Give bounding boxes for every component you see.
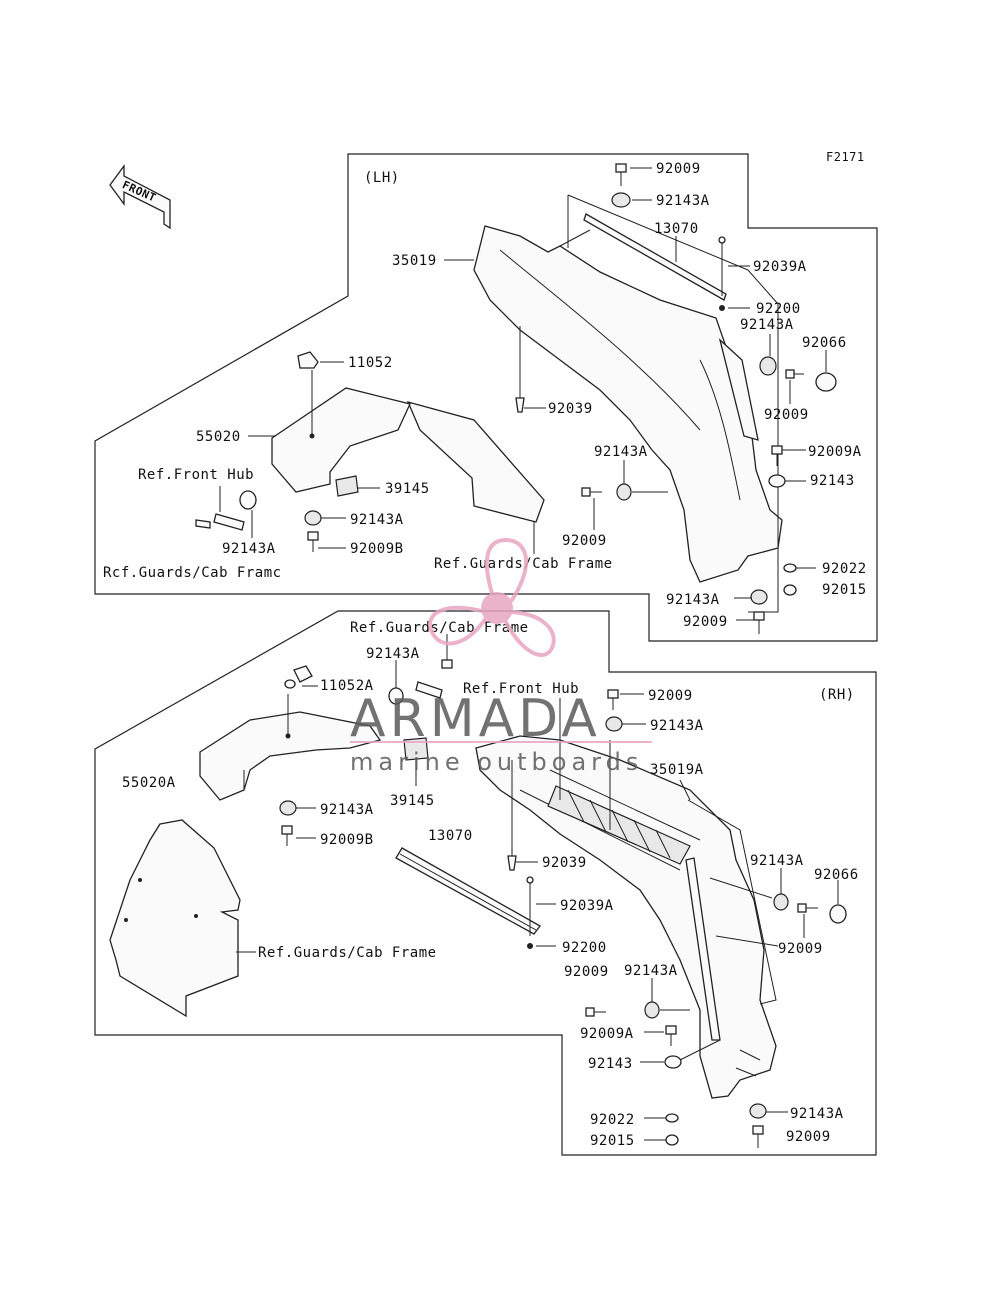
part-92143A: 92143A — [350, 512, 404, 528]
lh-frame — [94, 153, 878, 642]
part-92143A: 92143A — [624, 963, 678, 979]
part-92143A: 92143A — [666, 592, 720, 608]
part-92009: 92009 — [764, 407, 809, 423]
part-55020: 55020 — [196, 429, 241, 445]
rh-strip-13070 — [395, 847, 541, 935]
part-92039A: 92039A — [753, 259, 807, 275]
part-92143A: 92143A — [366, 646, 420, 662]
part-92143: 92143 — [810, 473, 855, 489]
part-92009A: 92009A — [580, 1026, 634, 1042]
part-92009: 92009 — [564, 964, 609, 980]
part-92009: 92009 — [683, 614, 728, 630]
lh-clip-11052 — [297, 351, 319, 369]
lh-mudflap — [406, 401, 545, 523]
part-92143A: 92143A — [320, 802, 374, 818]
part-92015: 92015 — [822, 582, 867, 598]
propeller-icon — [428, 537, 556, 657]
part-35019: 35019 — [392, 253, 437, 269]
part-92143: 92143 — [588, 1056, 633, 1072]
lh-labels: (LH) 92009 92143A 13070 92039A 35019 922… — [103, 161, 867, 630]
part-92015: 92015 — [590, 1133, 635, 1149]
watermark-brand: ARMADA — [350, 689, 601, 749]
rh-fender-35019A — [475, 735, 777, 1099]
part-92143A: 92143A — [222, 541, 276, 557]
part-92200: 92200 — [756, 301, 801, 317]
part-92143A: 92143A — [656, 193, 710, 209]
part-92009B: 92009B — [320, 832, 374, 848]
front-label: FRONT — [120, 178, 158, 204]
figure-code: F2171 — [826, 150, 865, 164]
part-92009: 92009 — [656, 161, 701, 177]
rh-labels: Ref.Guards/Cab Frame 92143A Ref.Front Hu… — [122, 620, 859, 1149]
part-13070: 13070 — [654, 221, 699, 237]
armada-watermark: ARMADA marine outboards — [350, 537, 652, 776]
rh-frame — [94, 610, 877, 1156]
part-92066: 92066 — [814, 867, 859, 883]
part-92066: 92066 — [802, 335, 847, 351]
part-92009: 92009 — [562, 533, 607, 549]
part-92009B: 92009B — [350, 541, 404, 557]
lh-side-label: (LH) — [364, 170, 400, 186]
part-92143A: 92143A — [594, 444, 648, 460]
lh-rail — [718, 338, 759, 441]
part-92200: 92200 — [562, 940, 607, 956]
part-39145: 39145 — [390, 793, 435, 809]
part-35019A: 35019A — [650, 762, 704, 778]
part-92039A: 92039A — [560, 898, 614, 914]
lh-leaders — [219, 167, 827, 621]
lh-strip-13070 — [583, 213, 727, 301]
part-92039: 92039 — [548, 401, 593, 417]
part-11052A: 11052A — [320, 678, 374, 694]
part-92009: 92009 — [778, 941, 823, 957]
rh-mudflap — [109, 819, 241, 1018]
part-92143A: 92143A — [650, 718, 704, 734]
ref-guards-cab-frame: Ref.Guards/Cab Frame — [434, 556, 613, 572]
lh-fasteners — [304, 163, 837, 634]
rh-leaders — [236, 634, 839, 1141]
part-39145: 39145 — [385, 481, 430, 497]
part-92143A: 92143A — [740, 317, 794, 333]
watermark-tagline: marine outboards — [350, 748, 643, 776]
part-92039: 92039 — [542, 855, 587, 871]
part-92143A: 92143A — [790, 1106, 844, 1122]
ref-guards-cab-frame-2: Ref.Guards/Cab Frame — [258, 945, 437, 961]
part-92009: 92009 — [786, 1129, 831, 1145]
lh-cover-55020 — [271, 387, 411, 493]
lh-fender-35019 — [473, 225, 783, 583]
rh-clip-39145 — [403, 737, 429, 761]
part-92022: 92022 — [590, 1112, 635, 1128]
rh-cover-55020A — [199, 711, 382, 801]
part-13070: 13070 — [428, 828, 473, 844]
lh-clip-39145 — [335, 475, 359, 497]
part-11052: 11052 — [348, 355, 393, 371]
part-55020A: 55020A — [122, 775, 176, 791]
ref-guards-cab-frame-2: Rcf.Guards/Cab Framc — [103, 565, 282, 581]
rh-guard-plate — [687, 799, 777, 1005]
ref-front-hub: Ref.Front Hub — [138, 467, 254, 483]
rh-fasteners — [279, 652, 847, 1148]
part-92143A: 92143A — [750, 853, 804, 869]
rh-side-label: (RH) — [819, 687, 855, 703]
lh-hub-bracket — [195, 490, 257, 531]
part-92022: 92022 — [822, 561, 867, 577]
front-arrow-icon: FRONT — [109, 164, 171, 230]
rh-hub-bracket — [388, 681, 443, 705]
part-92009: 92009 — [648, 688, 693, 704]
ref-front-hub: Ref.Front Hub — [463, 681, 579, 697]
part-92009A: 92009A — [808, 444, 862, 460]
rh-clip-11052A — [284, 665, 313, 689]
